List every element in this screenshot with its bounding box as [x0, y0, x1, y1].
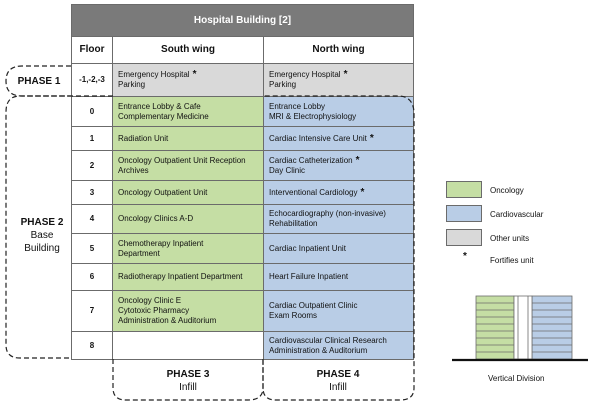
north-unit-line: Entrance Lobby: [269, 101, 326, 111]
floor-number-text: -1,-2,-3: [79, 75, 105, 84]
phase2-building: Building: [24, 243, 60, 254]
south-unit-line: Radiation Unit: [118, 133, 169, 143]
legend-label-cardiovascular: Cardiovascular: [490, 210, 544, 219]
fortifies-star-icon: *: [192, 69, 197, 80]
north-wing-cell: Heart Failure Inpatient: [263, 263, 414, 291]
north-unit-line: Cardiac Catheterization*: [269, 154, 360, 166]
south-unit-line: Complementary Medicine: [118, 111, 209, 121]
north-unit-line: MRI & Electrophysiology: [269, 111, 357, 121]
north-unit-line: Emergency Hospital*: [269, 69, 348, 80]
north-wing-cell: Cardiac Catheterization*Day Clinic: [263, 150, 414, 181]
phase2-outline: [5, 95, 113, 359]
vertical-division-icon: [452, 295, 588, 362]
floor-number: 4: [71, 204, 113, 234]
floor-header-text: Floor: [79, 44, 105, 55]
south-unit-line: Archives: [118, 165, 149, 175]
south-unit-line: Administration & Auditorium: [118, 316, 217, 325]
phase2-label: PHASE 2 Base Building: [14, 216, 70, 255]
floor-number-text: 2: [89, 160, 95, 170]
phase2-base: Base: [30, 230, 54, 241]
south-unit-line: Parking: [118, 80, 146, 89]
floor-number-text: 1: [89, 133, 95, 143]
phase4-label: PHASE 4 Infill: [290, 368, 386, 394]
phase1-text: PHASE 1: [17, 76, 61, 87]
fortifies-star-icon: *: [343, 69, 348, 80]
north-unit-line: Cardiac Inpatient Unit: [269, 243, 346, 253]
south-unit-line: Oncology Clinics A-D: [118, 214, 194, 223]
fortifies-star-icon: *: [360, 186, 365, 198]
south-wing-cell: Radiation Unit: [112, 126, 264, 151]
north-wing-cell: Echocardiography (non-invasive)Rehabilit…: [263, 204, 414, 234]
phase3-label: PHASE 3 Infill: [140, 368, 236, 394]
floor-number-text: 0: [89, 106, 95, 116]
floor-number-text: 6: [89, 272, 95, 281]
south-unit-line: Emergency Hospital*: [118, 69, 197, 80]
legend-label-fortifies: Fortifies unit: [490, 256, 534, 265]
north-unit-line: Cardiac Outpatient Clinic: [269, 301, 358, 310]
phase1-outline: [5, 65, 71, 97]
fortifies-star-icon: *: [355, 154, 360, 166]
phase3-sub: Infill: [179, 382, 197, 393]
north-unit-line: Day Clinic: [269, 165, 306, 175]
north-unit-line: Echocardiography (non-invasive): [269, 209, 386, 218]
legend-swatch-cardiovascular: [446, 205, 482, 222]
north-unit-line: Interventional Cardiology*: [269, 186, 365, 198]
south-unit-line: Cytotoxic Pharmacy: [118, 306, 190, 315]
south-unit-line: Radiotherapy Inpatient Department: [118, 272, 243, 281]
north-unit-line: Rehabilitation: [269, 219, 318, 228]
legend-label-oncology: Oncology: [490, 186, 524, 195]
diagram-title: Hospital Building [2]: [71, 4, 414, 37]
floor-number-text: 7: [89, 306, 95, 315]
south-wing-cell: Oncology Outpatient Unit: [112, 180, 264, 205]
north-unit-line: Administration & Auditorium: [269, 345, 368, 355]
phase4-title: PHASE 4: [316, 369, 360, 380]
north-unit-line: Parking: [269, 80, 297, 89]
north-wing-cell: Cardiac Inpatient Unit: [263, 233, 414, 264]
phase2-title: PHASE 2: [20, 217, 64, 228]
legend-star-icon: *: [463, 251, 467, 262]
floor-number: 8: [71, 331, 113, 360]
south-unit-line: Chemotherapy Inpatient: [118, 238, 204, 248]
north-wing-cell: Cardiac Intensive Care Unit*: [263, 126, 414, 151]
phase3-outline: [112, 359, 264, 401]
phase1-label: PHASE 1: [14, 75, 64, 88]
north-wing-cell: Interventional Cardiology*: [263, 180, 414, 205]
vertical-division-label: Vertical Division: [488, 374, 545, 383]
north-wing-cell: Emergency Hospital*Parking: [263, 63, 414, 97]
north-unit-line: Heart Failure Inpatient: [269, 272, 349, 281]
south-wing-cell: [112, 331, 264, 360]
north-header-text: North wing: [312, 44, 365, 55]
phase3-title: PHASE 3: [166, 369, 210, 380]
south-unit-line: Oncology Outpatient Unit Reception: [118, 155, 246, 165]
floor-number-text: 5: [89, 243, 95, 253]
south-unit-line: Entrance Lobby & Cafe: [118, 101, 201, 111]
south-unit-line: Oncology Clinic E: [118, 296, 182, 305]
fortifies-star-icon: *: [369, 132, 374, 144]
title-text: Hospital Building [2]: [193, 14, 292, 26]
south-header-text: South wing: [161, 44, 215, 55]
south-wing-cell: Radiotherapy Inpatient Department: [112, 263, 264, 291]
floor-number-text: 3: [89, 187, 95, 197]
south-unit-line: Oncology Outpatient Unit: [118, 187, 208, 197]
phase4-outline: [262, 95, 415, 401]
north-unit-line: Cardiovascular Clinical Research: [269, 335, 387, 345]
north-unit-line: Exam Rooms: [269, 311, 318, 320]
legend-label-other: Other units: [490, 234, 530, 243]
floor-number-text: 4: [89, 214, 95, 223]
phase4-sub: Infill: [329, 382, 347, 393]
legend-swatch-oncology: [446, 181, 482, 198]
floor-number-text: 8: [89, 340, 95, 350]
north-unit-line: Cardiac Intensive Care Unit*: [269, 132, 374, 144]
south-unit-line: Department: [118, 248, 160, 258]
legend-swatch-other: [446, 229, 482, 246]
